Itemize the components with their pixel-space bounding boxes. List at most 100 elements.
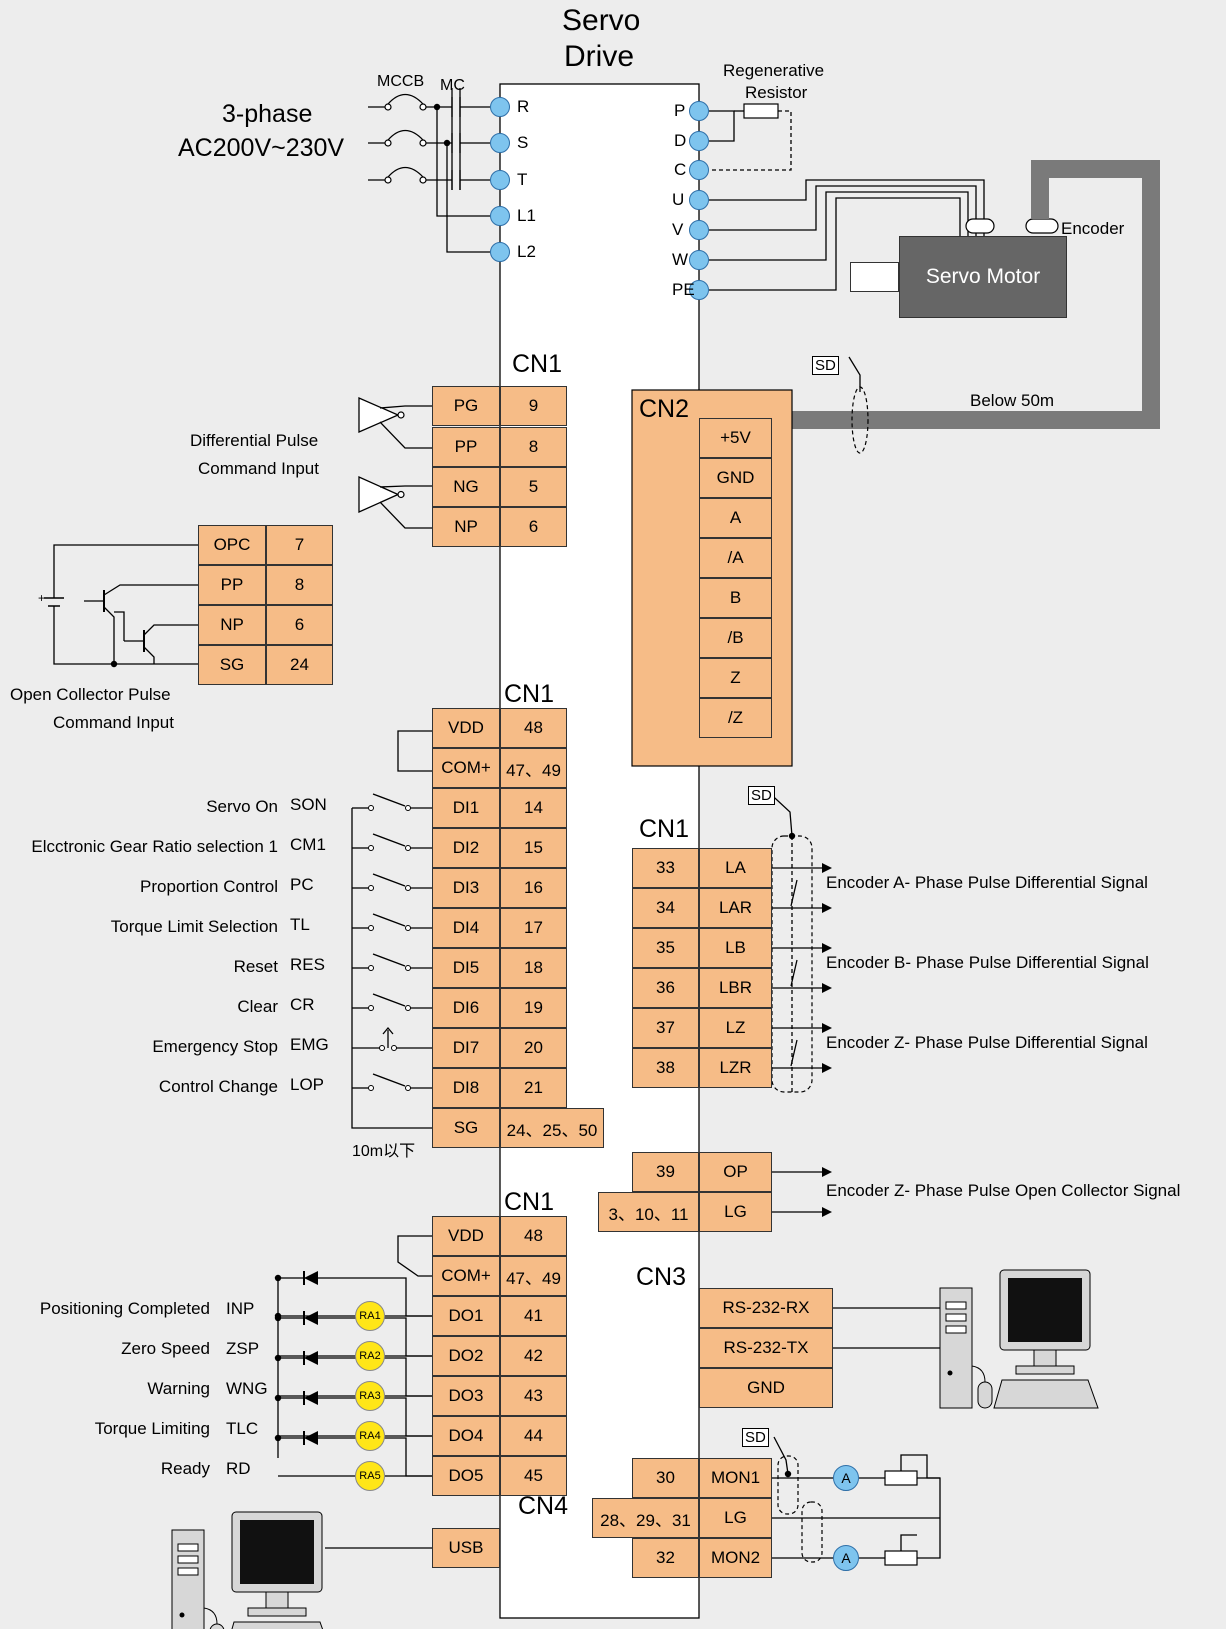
switch-contact bbox=[405, 845, 411, 851]
wire bbox=[372, 913, 406, 927]
lg-pin-num: 3、10、11 bbox=[598, 1192, 699, 1232]
diode-symbol bbox=[304, 1391, 318, 1405]
terminal-L1 bbox=[490, 206, 510, 226]
enc-signal-label-2: Encoder Z- Phase Pulse Differential Sign… bbox=[826, 1033, 1148, 1052]
shield-box-mon1 bbox=[777, 1455, 799, 1515]
wire bbox=[114, 611, 125, 641]
do-desc-TLC: Torque Limiting bbox=[94, 1419, 210, 1438]
relay-RA3: RA3 bbox=[355, 1381, 385, 1411]
mccb-contact bbox=[419, 139, 427, 147]
di-desc-LOP: Control Change bbox=[158, 1077, 278, 1096]
do-pin-num-45: 45 bbox=[500, 1456, 567, 1496]
terminal-label-L2: L2 bbox=[517, 242, 536, 261]
junction-dot bbox=[433, 103, 441, 111]
wire bbox=[709, 191, 969, 261]
oc-pin-NP: NP bbox=[198, 605, 266, 645]
mon-pin-num-lg: 28、29、31 bbox=[592, 1498, 699, 1538]
mon-pin-mon1: MON1 bbox=[699, 1458, 772, 1498]
di-pin-vdd: VDD bbox=[432, 708, 500, 748]
cn1-label-di: CN1 bbox=[504, 680, 555, 708]
enc-pin-LAR: LAR bbox=[699, 888, 772, 928]
cn1-label-do: CN1 bbox=[504, 1188, 555, 1216]
switch-contact bbox=[368, 805, 374, 811]
do-pin-num-42: 42 bbox=[500, 1336, 567, 1376]
terminal-U bbox=[689, 190, 709, 210]
wire bbox=[143, 646, 155, 664]
wire bbox=[709, 179, 985, 236]
terminal-PE bbox=[689, 280, 709, 300]
enc-pin-LB: LB bbox=[699, 928, 772, 968]
junction-dot bbox=[274, 1274, 282, 1282]
title-drive: Drive bbox=[564, 40, 635, 73]
junction-dot bbox=[110, 660, 118, 668]
wire bbox=[709, 110, 735, 142]
wire bbox=[773, 1436, 789, 1475]
terminal-label-T: T bbox=[517, 170, 528, 189]
do-pin-com: COM+ bbox=[432, 1256, 500, 1296]
di-pin-DI4: DI4 bbox=[432, 908, 500, 948]
di-pin-num-21: 21 bbox=[500, 1068, 567, 1108]
cn1-pin-num-9: 9 bbox=[500, 386, 567, 426]
wire bbox=[709, 185, 977, 236]
wire bbox=[53, 544, 198, 598]
di-pin-num-20: 20 bbox=[500, 1028, 567, 1068]
op-pin-label: OP bbox=[699, 1152, 772, 1192]
switch-contact bbox=[368, 845, 374, 851]
cn2-pin-xB: /B bbox=[699, 618, 772, 658]
cn2-pin-x5V: +5V bbox=[699, 418, 772, 458]
cn1-pin-PP: PP bbox=[432, 427, 500, 467]
mccb-contact bbox=[384, 139, 392, 147]
shield-box-mon2 bbox=[801, 1501, 823, 1563]
lg-pin-label: LG bbox=[699, 1192, 772, 1232]
di-code-TL: TL bbox=[290, 915, 310, 934]
pc-rs232 bbox=[939, 1269, 1099, 1409]
wire bbox=[372, 833, 406, 847]
wire bbox=[103, 584, 198, 596]
cn3-pin-2: GND bbox=[699, 1368, 833, 1408]
wire bbox=[790, 959, 798, 987]
cn2-label: CN2 bbox=[639, 395, 690, 423]
oc-pin-SG: SG bbox=[198, 645, 266, 685]
do-pin-DO2: DO2 bbox=[432, 1336, 500, 1376]
enc-pin-LBR: LBR bbox=[699, 968, 772, 1008]
wire bbox=[372, 953, 406, 967]
junction-dot bbox=[274, 1434, 282, 1442]
cn2-pin-Z: Z bbox=[699, 658, 772, 698]
regen-resistor bbox=[743, 103, 779, 119]
sd-label-mon: SD bbox=[742, 1428, 769, 1447]
encoder-connector bbox=[1025, 218, 1059, 234]
terminal-label-D: D bbox=[674, 131, 687, 150]
enc-signal-label-0: Encoder A- Phase Pulse Differential Sign… bbox=[826, 873, 1148, 892]
di-pin-num-16: 16 bbox=[500, 868, 567, 908]
mccb-arc bbox=[387, 93, 424, 105]
mccb-arc bbox=[387, 129, 424, 141]
sd-label-enc: SD bbox=[748, 786, 775, 805]
terminal-label-S: S bbox=[517, 133, 529, 152]
switch-contact bbox=[405, 1005, 411, 1011]
motor-shaft bbox=[850, 262, 899, 292]
cn1-pin-num-5: 5 bbox=[500, 467, 567, 507]
wire bbox=[103, 606, 115, 664]
wire bbox=[848, 356, 861, 392]
oc-pin-num-8: 8 bbox=[266, 565, 333, 605]
line-driver-bubble bbox=[397, 411, 405, 419]
wire bbox=[372, 793, 406, 807]
diode-symbol bbox=[304, 1431, 318, 1445]
line-driver-bubble bbox=[397, 490, 405, 499]
di-pin-num-18: 18 bbox=[500, 948, 567, 988]
do-pin-num-41: 41 bbox=[500, 1296, 567, 1336]
arrow-head bbox=[822, 943, 832, 953]
oc-pin-num-24: 24 bbox=[266, 645, 333, 685]
oc-pin-num-6: 6 bbox=[266, 605, 333, 645]
do-pin-com-num: 47、49 bbox=[500, 1256, 567, 1296]
switch-contact bbox=[405, 925, 411, 931]
wire bbox=[436, 107, 490, 217]
di-pin-sg-num: 24、25、50 bbox=[500, 1108, 604, 1148]
wire bbox=[709, 110, 792, 171]
terminal-label-PE: PE bbox=[672, 280, 695, 299]
enc-pin-num-36: 36 bbox=[632, 968, 699, 1008]
wire bbox=[397, 1235, 432, 1277]
enc-pin-num-34: 34 bbox=[632, 888, 699, 928]
terminal-label-P: P bbox=[674, 101, 686, 120]
